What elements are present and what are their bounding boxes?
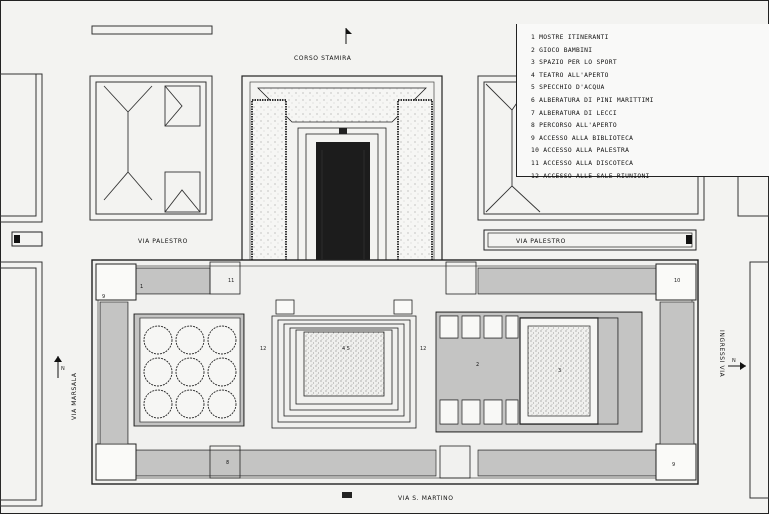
- legend-item: 6 ALBERATURA DI PINI MARITTIMI: [531, 96, 654, 104]
- legend-item: 2 GIOCO BAMBINI: [531, 46, 593, 54]
- east-courtyard: [435, 311, 643, 433]
- legend-item: 1 MOSTRE ITINERANTI: [531, 34, 609, 41]
- legend-list: 1 MOSTRE ITINERANTI 2 GIOCO BAMBINI 3 SP…: [517, 24, 769, 183]
- roof-outline-west: [103, 85, 201, 213]
- legend-item: 12 ACCESSO ALLE SALE RIUNIONI: [531, 172, 650, 180]
- legend-item: 8 PERCORSO ALL'APERTO: [531, 122, 617, 130]
- legend-panel: 1 MOSTRE ITINERANTI 2 GIOCO BAMBINI 3 SP…: [516, 24, 769, 180]
- east-access-strip: [483, 229, 697, 251]
- svg-text:3: 3: [558, 368, 561, 374]
- legend-item: 7 ALBERATURA DI LECCI: [531, 109, 617, 117]
- svg-text:1: 1: [140, 284, 143, 290]
- svg-text:N: N: [732, 358, 736, 364]
- street-via-marsala: VIA MARSALA: [71, 372, 78, 420]
- east-north-arrow-icon: N: [728, 358, 746, 370]
- main-complex: [91, 259, 699, 485]
- street-corso-stamira: CORSO STAMIRA: [294, 55, 352, 62]
- svg-text:9: 9: [672, 462, 675, 468]
- svg-text:2: 2: [476, 362, 479, 368]
- south-entrance-mark: [342, 492, 352, 498]
- street-via-s-martino: VIA S. MARTINO: [398, 495, 454, 502]
- svg-text:7: 7: [344, 128, 347, 134]
- legend-item: 4 TEATRO ALL'APERTO: [531, 71, 609, 79]
- svg-text:12: 12: [420, 346, 426, 352]
- legend-item: 3 SPAZIO PER LO SPORT: [531, 59, 617, 67]
- plan-numbers: 1 11 4 5 12 12 2 3 9 10 8 9 7: [102, 128, 680, 468]
- svg-text:N: N: [61, 366, 65, 372]
- street-ingressi-via: INGRESSI VIA: [718, 330, 725, 378]
- svg-text:10: 10: [674, 278, 680, 284]
- street-via-palestro-west: VIA PALESTRO: [138, 238, 188, 245]
- svg-text:4 5: 4 5: [342, 346, 350, 352]
- west-access-strip: [11, 231, 43, 247]
- svg-text:12: 12: [260, 346, 266, 352]
- svg-text:8: 8: [226, 460, 229, 466]
- legend-item: 9 ACCESSO ALLA BIBLIOTECA: [531, 134, 634, 142]
- svg-text:11: 11: [228, 278, 234, 284]
- exhibition-circles: [143, 325, 237, 419]
- open-air-theatre: [271, 299, 417, 429]
- street-via-palestro-east: VIA PALESTRO: [516, 238, 566, 245]
- legend-item: 10 ACCESSO ALLA PALESTRA: [531, 147, 630, 155]
- legend-item: 5 SPECCHIO D'ACQUA: [531, 84, 605, 92]
- legend-item: 11 ACCESSO ALLA DISCOTECA: [531, 159, 634, 167]
- west-north-arrow-icon: N: [54, 356, 65, 378]
- north-arrow-icon: [345, 28, 352, 44]
- svg-text:9: 9: [102, 294, 105, 300]
